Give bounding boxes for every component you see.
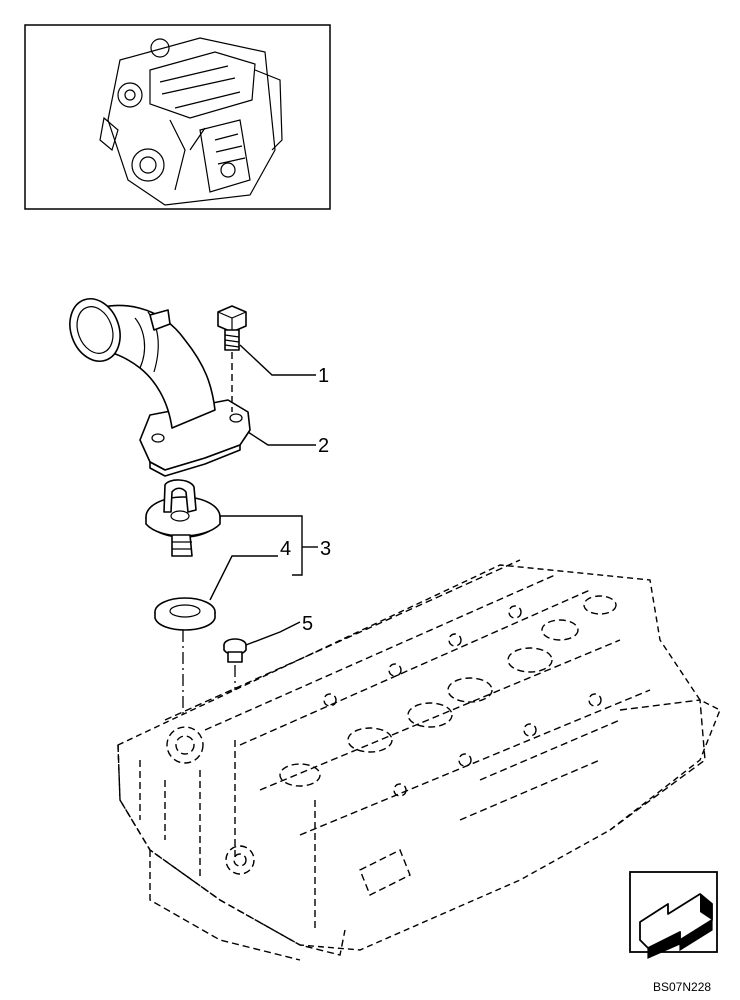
bolt [217,305,247,412]
thermostat [145,479,221,557]
direction-arrow-icon [639,893,713,959]
reference-code: BS07N228 [653,980,711,994]
callout-3: 3 [320,538,331,560]
plug [223,638,247,663]
assembly-axes [182,630,236,735]
callout-2: 2 [318,435,329,457]
callout-5: 5 [302,613,313,635]
callout-4: 4 [280,538,291,560]
engine-overview-inset [24,24,331,210]
seal-ring [154,597,216,631]
callout-labels: 1 2 3 4 5 [280,365,331,635]
direction-indicator [629,871,718,959]
callout-1: 1 [318,365,329,387]
thermostat-housing-elbow [69,298,251,477]
leader-lines [209,344,318,646]
cylinder-head [117,559,721,961]
engine-overview-icon [99,37,283,206]
